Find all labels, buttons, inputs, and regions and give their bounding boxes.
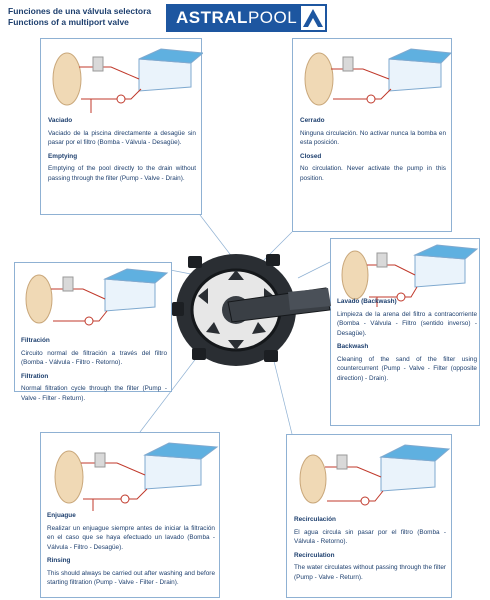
filtracion-title-en: Filtration [21, 372, 49, 380]
page-title-en: Functions of a multiport valve [8, 17, 129, 27]
recirculacion-text: Recirculación El agua circula sin pasar … [294, 515, 446, 586]
lavado-desc-en: Cleaning of the sand of the filter using… [337, 355, 477, 382]
recirculacion-title-en: Recirculation [294, 551, 335, 559]
filtracion-text: Filtración Circuito normal de filtración… [21, 336, 167, 407]
filtracion-title-es: Filtración [21, 337, 50, 344]
cerrado-diagram [304, 48, 453, 106]
logo-bold-part: ASTRAL [176, 8, 248, 27]
filtracion-desc-en: Normal filtration cycle through the filt… [21, 385, 167, 402]
cerrado-text: Cerrado Ninguna circulación. No activar … [300, 116, 446, 187]
recirculacion-desc-es: El agua circula sin pasar por el filtro … [294, 528, 446, 546]
vaciado-title-es: Vaciado [48, 117, 73, 124]
panel-vaciado: Vaciado Vaciado de la piscina directamen… [40, 38, 203, 215]
lavado-text: Lavado (Backwash) Limpieza de la arena d… [337, 297, 477, 387]
enjuague-desc-en: This should always be carried out after … [47, 569, 215, 587]
lavado-title-es: Lavado (Backwash) [337, 298, 397, 305]
panel-enjuague: Enjuague Realizar un enjuague siempre an… [40, 432, 220, 598]
filtracion-diagram [25, 268, 169, 326]
lavado-desc-es: Limpieza de la arena del filtro a contra… [337, 310, 477, 337]
logo-light-part: POOL [247, 8, 298, 27]
lavado-title-en: Backwash [337, 343, 369, 350]
recirculacion-desc-en: The water circulates without passing thr… [294, 564, 446, 581]
enjuague-diagram [54, 442, 219, 511]
page-title-es: Funciones de una válvula selectora [8, 6, 152, 16]
panel-lavado: Lavado (Backwash) Limpieza de la arena d… [330, 238, 480, 426]
enjuague-text: Enjuague Realizar un enjuague siempre an… [47, 511, 215, 592]
panel-cerrado: Cerrado Ninguna circulación. No activar … [292, 38, 453, 232]
panel-recirculacion: Recirculación El agua circula sin pasar … [286, 434, 452, 598]
enjuague-title-en: Rinsing [47, 557, 71, 564]
vaciado-title-en: Emptying [48, 152, 78, 160]
enjuague-desc-es: Realizar un enjuague siempre antes de in… [47, 524, 215, 551]
cerrado-desc-es: Ninguna circulación. No activar nunca la… [300, 129, 446, 147]
vaciado-diagram [52, 48, 203, 113]
filtracion-desc-es: Circuito normal de filtración a través d… [21, 349, 167, 367]
cerrado-title-es: Cerrado [300, 117, 325, 124]
cerrado-desc-en: No circulation. Never activate the pump … [300, 165, 446, 182]
enjuague-title-es: Enjuague [47, 512, 76, 519]
multiport-valve-illustration [172, 254, 331, 366]
panel-filtracion: Filtración Circuito normal de filtración… [14, 262, 172, 402]
recirculacion-title-es: Recirculación [294, 516, 336, 523]
vaciado-desc-es: Vaciado de la piscina directamente a des… [48, 129, 196, 147]
astralpool-logo: ASTRALPOOL [166, 4, 327, 32]
vaciado-text: Vaciado Vaciado de la piscina directamen… [48, 116, 196, 187]
lavado-diagram [341, 244, 479, 307]
brand-mark-icon [301, 6, 325, 30]
cerrado-title-en: Closed [300, 152, 322, 160]
logo-wordmark: ASTRALPOOL [166, 8, 297, 28]
vaciado-desc-en: Emptying of the pool directly to the dra… [48, 165, 196, 182]
recirculacion-diagram [299, 444, 451, 506]
